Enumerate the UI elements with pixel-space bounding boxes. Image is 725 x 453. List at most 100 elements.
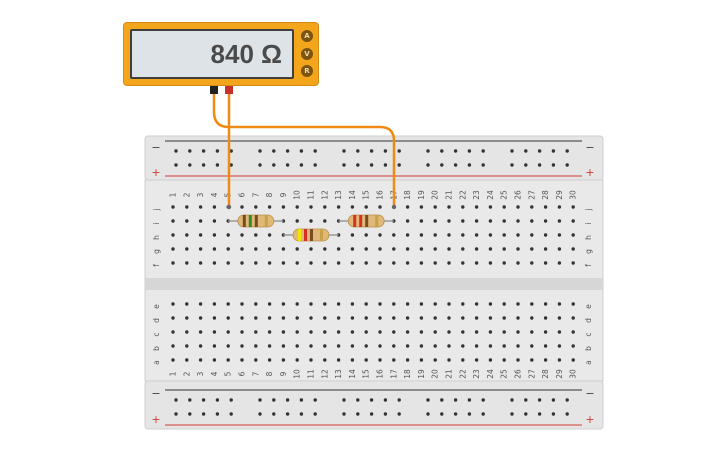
- hole[interactable]: [530, 261, 534, 265]
- hole[interactable]: [185, 344, 189, 348]
- hole[interactable]: [543, 358, 548, 362]
- hole[interactable]: [336, 316, 341, 320]
- hole[interactable]: [543, 233, 548, 237]
- hole[interactable]: [461, 302, 465, 306]
- hole[interactable]: [419, 261, 424, 265]
- hole[interactable]: [565, 398, 569, 402]
- hole[interactable]: [516, 205, 520, 209]
- hole[interactable]: [309, 358, 313, 362]
- hole[interactable]: [453, 149, 458, 153]
- hole[interactable]: [258, 398, 262, 402]
- hole[interactable]: [350, 261, 355, 265]
- hole[interactable]: [419, 358, 424, 362]
- hole[interactable]: [240, 302, 244, 306]
- hole[interactable]: [267, 330, 272, 334]
- hole[interactable]: [419, 247, 424, 251]
- hole[interactable]: [405, 247, 410, 251]
- hole[interactable]: [171, 233, 175, 237]
- hole[interactable]: [356, 163, 360, 167]
- hole[interactable]: [440, 149, 444, 153]
- hole[interactable]: [267, 247, 272, 251]
- hole[interactable]: [447, 233, 451, 237]
- hole[interactable]: [481, 163, 485, 167]
- hole[interactable]: [272, 398, 276, 402]
- hole[interactable]: [267, 344, 272, 348]
- hole[interactable]: [350, 247, 355, 251]
- hole[interactable]: [426, 163, 430, 167]
- hole[interactable]: [516, 219, 520, 223]
- hole[interactable]: [185, 302, 189, 306]
- hole[interactable]: [467, 398, 472, 402]
- hole[interactable]: [185, 358, 189, 362]
- hole[interactable]: [350, 330, 355, 334]
- hole[interactable]: [185, 261, 189, 265]
- mode-voltmeter-button[interactable]: V: [301, 48, 313, 60]
- hole[interactable]: [185, 247, 189, 251]
- hole[interactable]: [212, 205, 217, 209]
- hole[interactable]: [571, 205, 575, 209]
- hole[interactable]: [212, 233, 217, 237]
- wire-end-point[interactable]: [226, 204, 232, 210]
- hole[interactable]: [530, 358, 534, 362]
- hole[interactable]: [309, 330, 313, 334]
- hole[interactable]: [198, 316, 203, 320]
- hole[interactable]: [378, 330, 382, 334]
- hole[interactable]: [510, 398, 514, 402]
- hole[interactable]: [447, 247, 451, 251]
- hole[interactable]: [240, 330, 244, 334]
- hole[interactable]: [267, 261, 272, 265]
- hole[interactable]: [254, 247, 258, 251]
- hole[interactable]: [467, 412, 472, 416]
- hole[interactable]: [516, 302, 520, 306]
- hole[interactable]: [405, 302, 410, 306]
- hole[interactable]: [447, 316, 451, 320]
- hole[interactable]: [295, 344, 299, 348]
- hole[interactable]: [240, 247, 244, 251]
- hole[interactable]: [419, 302, 424, 306]
- hole[interactable]: [198, 233, 203, 237]
- hole[interactable]: [474, 205, 479, 209]
- hole[interactable]: [378, 302, 382, 306]
- hole[interactable]: [171, 330, 175, 334]
- hole[interactable]: [212, 316, 217, 320]
- hole[interactable]: [295, 261, 299, 265]
- hole[interactable]: [392, 302, 396, 306]
- hole[interactable]: [543, 247, 548, 251]
- hole[interactable]: [447, 205, 451, 209]
- resistor-r1[interactable]: [228, 214, 284, 228]
- hole[interactable]: [281, 344, 286, 348]
- hole[interactable]: [557, 261, 562, 265]
- hole[interactable]: [267, 316, 272, 320]
- hole[interactable]: [215, 398, 220, 402]
- hole[interactable]: [281, 261, 286, 265]
- hole[interactable]: [461, 205, 465, 209]
- hole[interactable]: [571, 330, 575, 334]
- hole[interactable]: [488, 205, 493, 209]
- hole[interactable]: [571, 358, 575, 362]
- hole[interactable]: [433, 205, 437, 209]
- hole[interactable]: [369, 149, 374, 153]
- hole[interactable]: [254, 261, 258, 265]
- hole[interactable]: [447, 219, 451, 223]
- hole[interactable]: [516, 358, 520, 362]
- hole[interactable]: [295, 205, 299, 209]
- hole[interactable]: [461, 219, 465, 223]
- hole[interactable]: [226, 344, 230, 348]
- hole[interactable]: [226, 330, 230, 334]
- hole[interactable]: [171, 219, 175, 223]
- probe-connector-black[interactable]: [210, 85, 218, 94]
- hole[interactable]: [419, 344, 424, 348]
- hole[interactable]: [267, 233, 272, 237]
- hole[interactable]: [516, 247, 520, 251]
- hole[interactable]: [530, 344, 534, 348]
- hole[interactable]: [440, 163, 444, 167]
- hole[interactable]: [447, 302, 451, 306]
- hole[interactable]: [551, 163, 556, 167]
- hole[interactable]: [258, 412, 262, 416]
- hole[interactable]: [405, 205, 410, 209]
- hole[interactable]: [198, 247, 203, 251]
- hole[interactable]: [356, 149, 360, 153]
- hole[interactable]: [364, 344, 368, 348]
- hole[interactable]: [543, 302, 548, 306]
- hole[interactable]: [433, 302, 437, 306]
